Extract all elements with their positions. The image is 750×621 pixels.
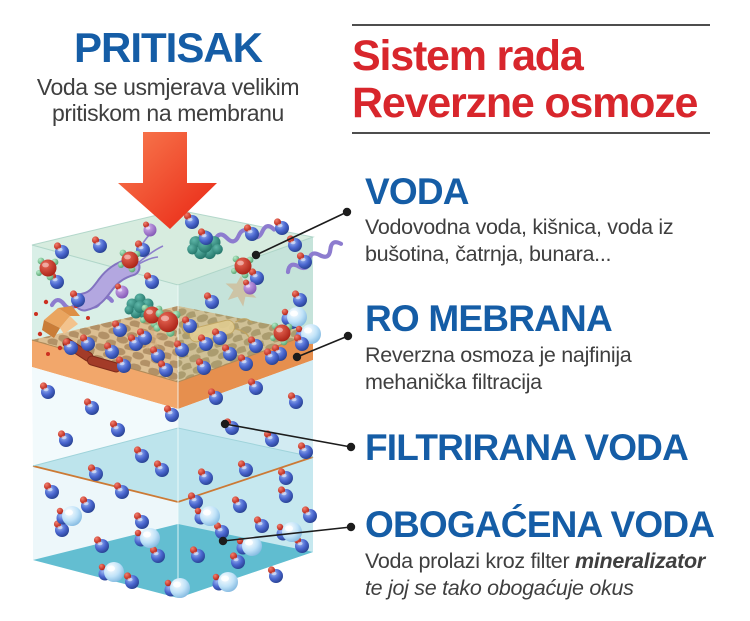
main-title-line2: Reverzne osmoze bbox=[352, 79, 698, 127]
leader-line-obogacena bbox=[218, 522, 356, 546]
callout-desc-membrana: Reverzna osmoza je najfinija mehanička f… bbox=[365, 342, 632, 396]
pressure-description: Voda se usmjerava velikim pritiskom na m… bbox=[18, 74, 318, 126]
membrana-desc-line2: mehanička filtracija bbox=[365, 370, 542, 394]
pressure-desc-line2: pritiskom na membranu bbox=[52, 100, 284, 127]
pressure-down-arrow-icon bbox=[118, 132, 217, 229]
pressure-heading: PRITISAK bbox=[73, 24, 263, 71]
obogacena-desc-pre: Voda prolazi kroz filter bbox=[365, 549, 575, 573]
main-title-line1: Sistem rada bbox=[352, 32, 584, 80]
obogacena-desc-line2: te joj se tako obogaćuje okus bbox=[365, 576, 634, 600]
callout-desc-voda: Vodovodna voda, kišnica, voda iz bušotin… bbox=[365, 214, 674, 268]
pressure-desc-line1: Voda se usmjerava velikim bbox=[36, 74, 300, 101]
title-rule-top bbox=[352, 24, 710, 26]
main-title: Sistem rada Reverzne osmoze bbox=[352, 33, 732, 127]
leader-line-membrana bbox=[292, 331, 353, 362]
callout-heading-filtrirana: FILTRIRANA VODA bbox=[365, 427, 689, 468]
leader-line-filtrirana bbox=[220, 419, 356, 452]
title-rule-bottom bbox=[352, 132, 710, 134]
callout-heading-membrana: RO MEBRANA bbox=[365, 298, 613, 339]
pressure-block: PRITISAK Voda se usmjerava velikim priti… bbox=[18, 24, 318, 126]
callout-heading-obogacena: OBOGAĆENA VODA bbox=[365, 504, 715, 545]
voda-desc-line2: bušotina, čatrnja, bunara... bbox=[365, 242, 612, 266]
obogacena-desc-mineralizator: mineralizator bbox=[575, 549, 705, 573]
voda-desc-line1: Vodovodna voda, kišnica, voda iz bbox=[365, 215, 674, 239]
leader-line-voda bbox=[251, 207, 352, 260]
contaminant-icons bbox=[34, 225, 343, 373]
membrana-desc-line1: Reverzna osmoza je najfinija bbox=[365, 343, 632, 367]
leader-lines bbox=[218, 207, 356, 546]
callout-heading-voda: VODA bbox=[365, 171, 470, 212]
mineral-crystal-icon bbox=[34, 299, 90, 356]
callout-desc-obogacena: Voda prolazi kroz filter mineralizator t… bbox=[365, 548, 705, 602]
